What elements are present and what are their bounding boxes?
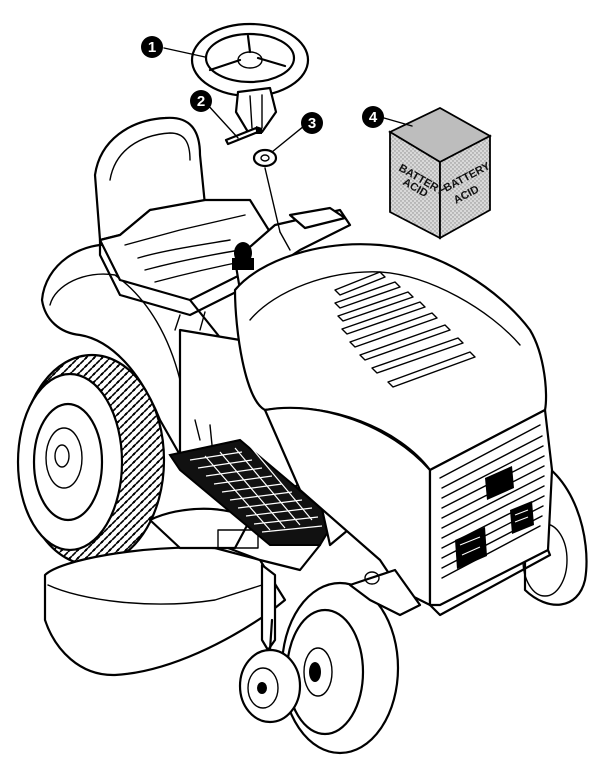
seat [93, 116, 277, 331]
steering-wheel [190, 22, 310, 98]
front-grille [428, 408, 554, 617]
svg-text:3: 3 [308, 115, 316, 132]
front-axle [348, 568, 422, 617]
svg-text:4: 4 [369, 109, 378, 126]
battery-acid-box: BATTERY ACID BATTERY ACID [388, 106, 493, 240]
callout-1: 1 [141, 36, 163, 58]
washer [252, 148, 281, 233]
steering-bolt [224, 126, 262, 146]
rear-left-tire [16, 353, 166, 567]
mower-deck [43, 507, 322, 677]
svg-text:2: 2 [197, 93, 205, 110]
front-gauge-wheel [238, 618, 302, 724]
callout-2: 2 [190, 90, 212, 112]
steering-column [234, 86, 278, 134]
front-left-wheel [280, 581, 400, 755]
callout-4: 4 [362, 106, 384, 128]
callout-3: 3 [301, 112, 323, 134]
callout-leaders [163, 47, 413, 153]
svg-text:1: 1 [148, 39, 156, 56]
